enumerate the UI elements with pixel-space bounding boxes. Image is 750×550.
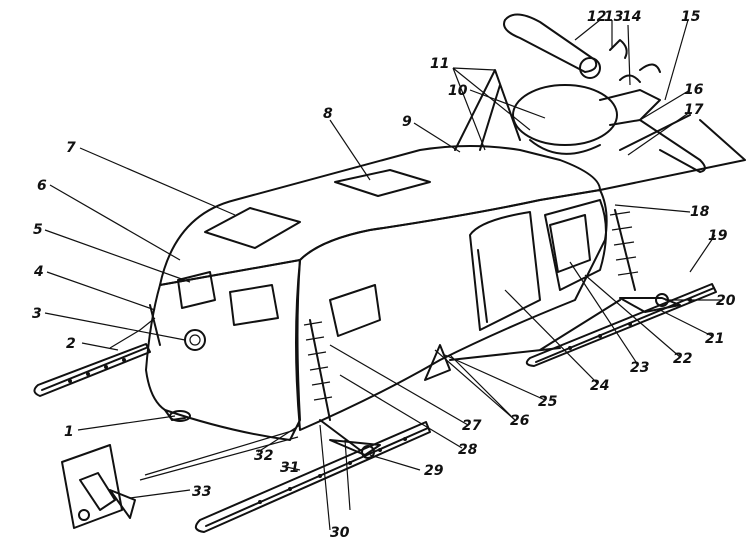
callout-17: 17 — [684, 102, 704, 118]
callout-9: 9 — [402, 114, 412, 130]
leader-lines — [44, 19, 722, 531]
propeller — [503, 13, 598, 73]
callout-32: 32 — [254, 448, 273, 464]
callout-4: 4 — [33, 264, 44, 280]
callout-28: 28 — [458, 442, 478, 458]
side-window — [329, 284, 381, 337]
callout-1: 1 — [64, 424, 74, 440]
front-right-ski — [194, 421, 431, 533]
callout-2: 2 — [66, 336, 76, 352]
callout-12: 12 — [587, 9, 606, 25]
callout-13: 13 — [604, 9, 623, 25]
callout-21: 21 — [705, 331, 724, 347]
callout-14: 14 — [622, 9, 641, 25]
callout-26: 26 — [510, 413, 530, 429]
callout-5: 5 — [33, 222, 43, 238]
callout-10: 10 — [448, 83, 468, 99]
roof-hatch-rear — [334, 169, 431, 197]
engine-cowling — [512, 84, 618, 146]
callout-16: 16 — [684, 82, 704, 98]
side-door — [469, 211, 541, 331]
front-window-left — [177, 271, 216, 309]
engine-bay — [544, 199, 607, 291]
callout-8: 8 — [323, 106, 333, 122]
callout-31: 31 — [280, 460, 299, 476]
callout-25: 25 — [538, 394, 558, 410]
callout-6: 6 — [37, 178, 47, 194]
callout-23: 23 — [630, 360, 649, 376]
roof-hatch-front — [204, 207, 301, 249]
callout-29: 29 — [424, 463, 444, 479]
body-roof — [159, 145, 601, 286]
body-side — [295, 189, 608, 431]
callout-labels: 1 2 3 4 5 6 7 8 9 10 11 12 13 14 15 16 1… — [32, 9, 736, 541]
front-left-ski — [33, 317, 156, 397]
callout-3: 3 — [32, 306, 42, 322]
body-front — [145, 259, 301, 441]
callout-24: 24 — [590, 378, 609, 394]
callout-19: 19 — [708, 228, 728, 244]
callout-22: 22 — [673, 351, 692, 367]
detail-bracket-33 — [61, 429, 299, 529]
callout-18: 18 — [690, 204, 710, 220]
sled-drawing — [33, 13, 746, 533]
callout-20: 20 — [716, 293, 736, 309]
callout-7: 7 — [66, 140, 76, 156]
front-window-right — [229, 284, 279, 326]
callout-11: 11 — [430, 56, 449, 72]
callout-33: 33 — [192, 484, 211, 500]
callout-27: 27 — [462, 418, 482, 434]
callout-30: 30 — [330, 525, 350, 541]
headlight — [184, 329, 206, 351]
callout-15: 15 — [681, 9, 701, 25]
